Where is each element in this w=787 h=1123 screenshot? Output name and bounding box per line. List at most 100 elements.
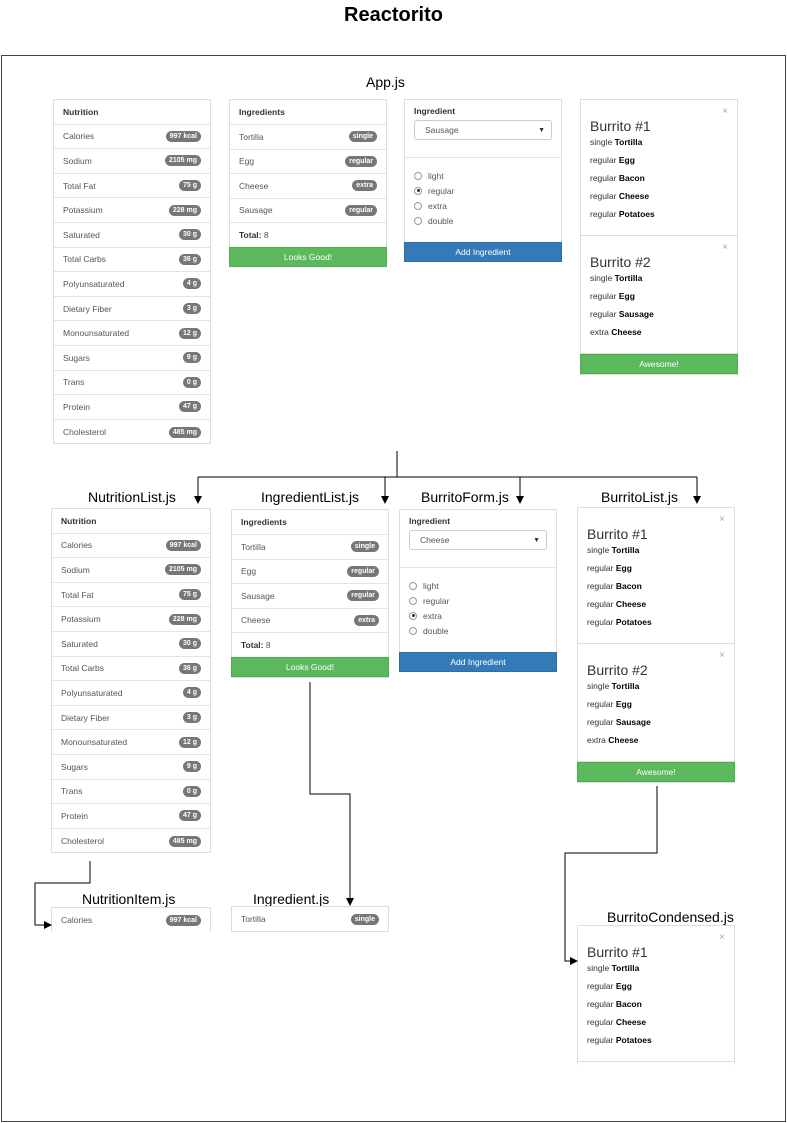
close-icon[interactable]: × bbox=[719, 650, 725, 661]
amount-radios: light regular extra double bbox=[400, 568, 556, 652]
looks-good-button[interactable]: Looks Good! bbox=[229, 247, 387, 267]
radio-option[interactable]: regular bbox=[409, 593, 547, 608]
burrito-amount: regular bbox=[590, 191, 617, 201]
burrito-amount: single bbox=[590, 137, 613, 147]
awesome-button[interactable]: Awesome! bbox=[577, 762, 735, 782]
add-ingredient-button[interactable]: Add Ingredient bbox=[404, 242, 562, 262]
radio-option[interactable]: light bbox=[414, 168, 552, 183]
nutrition-name: Saturated bbox=[61, 638, 98, 649]
close-icon[interactable]: × bbox=[719, 932, 725, 943]
radio-button[interactable] bbox=[414, 171, 422, 180]
ingredient-badge: single bbox=[350, 913, 379, 925]
burrito-line: regular Cheese bbox=[587, 599, 725, 617]
label-burrito-form: BurritoForm.js bbox=[421, 489, 509, 505]
radio-button[interactable] bbox=[409, 596, 417, 605]
ingredient-name: Cheese bbox=[239, 180, 269, 191]
radio-button[interactable] bbox=[409, 581, 417, 590]
burrito-title: Burrito #1 bbox=[587, 944, 648, 960]
awesome-button[interactable]: Awesome! bbox=[580, 354, 738, 374]
label-ingredient-list: IngredientList.js bbox=[261, 489, 360, 505]
burrito-line: regular Egg bbox=[590, 155, 728, 173]
nutrition-name: Monounsaturated bbox=[63, 328, 130, 339]
burrito-amount: regular bbox=[590, 291, 617, 301]
nutrition-name: Sodium bbox=[61, 564, 90, 575]
radio-label: regular bbox=[423, 595, 450, 606]
ingredient-name: Tortilla bbox=[239, 131, 264, 142]
burrito-ingredient: Sausage bbox=[618, 309, 654, 319]
burrito-ingredient: Sausage bbox=[615, 717, 651, 727]
burrito-line: extra Cheese bbox=[587, 735, 725, 753]
label-ingredient: Ingredient.js bbox=[253, 891, 330, 907]
ingredient-badge: regular bbox=[347, 590, 379, 602]
arrow-to-nutrition-item bbox=[34, 861, 91, 929]
radio-button[interactable] bbox=[414, 201, 422, 210]
burrito-line: single Tortilla bbox=[590, 137, 728, 155]
radio-button[interactable] bbox=[414, 216, 422, 225]
burrito-amount: regular bbox=[587, 699, 614, 709]
ingredient-badge: single bbox=[350, 541, 379, 553]
nutrition-name: Calories bbox=[63, 131, 95, 142]
burrito-ingredient: Cheese bbox=[608, 735, 639, 745]
burrito-amount: regular bbox=[587, 563, 614, 573]
ingredient-select[interactable]: Sausage▼ bbox=[414, 120, 552, 140]
radio-option[interactable]: extra bbox=[414, 198, 552, 213]
burrito-line: regular Bacon bbox=[587, 581, 725, 599]
burrito-amount: regular bbox=[590, 173, 617, 183]
radio-option[interactable]: double bbox=[409, 623, 547, 638]
close-icon[interactable]: × bbox=[719, 514, 725, 525]
close-icon[interactable]: × bbox=[722, 242, 728, 253]
form-heading: Ingredient bbox=[414, 106, 456, 116]
nutrition-name: Trans bbox=[61, 786, 83, 797]
nutrition-name: Sodium bbox=[63, 155, 92, 166]
nutrition-badge: 0 g bbox=[182, 785, 201, 797]
radio-button[interactable] bbox=[409, 626, 417, 635]
burrito-line: regular Potatoes bbox=[590, 209, 728, 227]
radio-option[interactable]: light bbox=[409, 578, 547, 593]
burrito-ingredient: Potatoes bbox=[615, 617, 652, 627]
close-icon[interactable]: × bbox=[722, 106, 728, 117]
ingredient-row: Sausage regular bbox=[232, 584, 388, 609]
looks-good-button[interactable]: Looks Good! bbox=[231, 657, 389, 677]
burrito-line: regular Sausage bbox=[590, 309, 728, 327]
ingredient-name: Sausage bbox=[241, 590, 275, 601]
nutrition-name: Total Carbs bbox=[63, 254, 106, 265]
nutrition-name: Cholesterol bbox=[63, 427, 106, 438]
add-ingredient-button[interactable]: Add Ingredient bbox=[399, 652, 557, 672]
ingredients-total: Total: 8 bbox=[232, 633, 388, 657]
radio-option[interactable]: regular bbox=[414, 183, 552, 198]
radio-option[interactable]: double bbox=[414, 213, 552, 228]
total-label: Total: bbox=[239, 230, 262, 240]
burrito-line: single Tortilla bbox=[587, 681, 725, 699]
radio-button[interactable] bbox=[409, 611, 417, 620]
nutrition-badge: 228 mg bbox=[168, 613, 201, 625]
ingredient-select[interactable]: Cheese▼ bbox=[409, 530, 547, 550]
nutrition-badge: 3 g bbox=[182, 303, 201, 315]
radio-option[interactable]: extra bbox=[409, 608, 547, 623]
radio-button[interactable] bbox=[414, 186, 422, 195]
ingredient-badge: extra bbox=[354, 614, 379, 626]
total-label: Total: bbox=[241, 640, 264, 650]
ingredient-badge: regular bbox=[347, 565, 379, 577]
label-app: App.js bbox=[366, 74, 405, 90]
burrito-amount: single bbox=[590, 273, 613, 283]
burrito-ingredient: Cheese bbox=[618, 191, 650, 201]
arrow-to-burrito-condensed bbox=[564, 786, 658, 965]
burrito-amount: regular bbox=[587, 717, 614, 727]
radio-label: double bbox=[423, 625, 449, 636]
ingredient-name: Egg bbox=[241, 566, 257, 577]
burrito-ingredient: Tortilla bbox=[611, 681, 640, 691]
burrito-ingredient: Tortilla bbox=[614, 137, 643, 147]
nutrition-name: Total Fat bbox=[63, 180, 96, 191]
